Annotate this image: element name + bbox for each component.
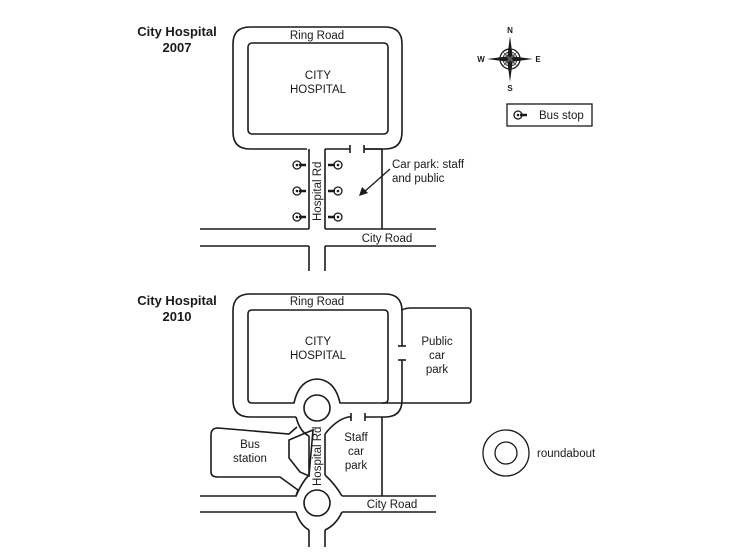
bus-stop-icon (328, 160, 343, 170)
roundabout-south-outer-se (324, 511, 343, 531)
ring-road-label: Ring Road (290, 30, 344, 42)
legend-roundabout: roundabout (482, 429, 596, 477)
compass-rose-icon: N S E W (477, 26, 541, 93)
compass-e: E (535, 55, 541, 64)
hospital-label-line2: HOSPITAL (290, 350, 347, 362)
car-park-arrow (363, 168, 391, 193)
bus-stop-icon (292, 186, 306, 196)
hospital-building (247, 42, 389, 135)
car-park-arrowhead (359, 187, 368, 196)
legend-bus-stop-label: Bus stop (539, 110, 584, 122)
map-2007-title-line2: 2007 (163, 40, 192, 55)
bus-stop-icon (513, 110, 527, 120)
roundabout-north (303, 394, 331, 422)
roundabout-south-outer-nw (295, 474, 310, 497)
bus-stop-icon (328, 186, 343, 196)
compass-w: W (477, 55, 485, 64)
compass-n: N (507, 26, 513, 35)
car-park-label-line1: Car park: staff (392, 159, 465, 171)
public-car-park-line1: Public (421, 336, 453, 348)
car-park-label-line2: and public (392, 173, 445, 185)
city-road-label: City Road (367, 499, 418, 511)
hospital-label-line2: HOSPITAL (290, 84, 347, 96)
staff-car-park-line3: park (345, 460, 368, 472)
staff-car-park-line2: car (348, 446, 364, 458)
hospital-rd-label: Hospital Rd (312, 427, 324, 486)
bus-station (200, 426, 299, 497)
hospital-building (247, 309, 389, 404)
map-2007-title-line1: City Hospital (137, 24, 216, 39)
map-2010: City Hospital 2010 Ring Road CITY HOSPIT… (137, 293, 472, 547)
map-2010-title-line1: City Hospital (137, 293, 216, 308)
public-car-park-line2: car (429, 350, 445, 362)
bus-stop-icon (292, 212, 306, 222)
public-car-park (401, 307, 472, 404)
bus-stops (292, 160, 343, 222)
legend-bus-stop: Bus stop (506, 103, 593, 127)
public-car-park-line3: park (426, 364, 449, 376)
compass-s: S (507, 84, 513, 93)
bus-station-line2: station (233, 453, 267, 465)
roundabout-north-outer-east (324, 416, 349, 435)
map-2007: City Hospital 2007 Ring Road CITY HOSPIT… (137, 24, 465, 271)
bus-stop-icon (292, 160, 306, 170)
hospital-label-line1: CITY (305, 70, 332, 82)
legend-box (506, 103, 593, 127)
ring-road-label: Ring Road (290, 296, 344, 308)
roundabout-south (303, 489, 331, 517)
ring-road-outer (232, 293, 403, 418)
legend-roundabout-label: roundabout (537, 448, 596, 460)
map-2010-title-line2: 2010 (163, 309, 192, 324)
roundabout-south-outer-sw (295, 511, 310, 531)
roundabout-icon-outer (482, 429, 530, 477)
ring-road-outer (232, 26, 403, 150)
bus-station-line1: Bus (240, 439, 260, 451)
bus-stop-icon (328, 212, 343, 222)
ring-road-outer-east (382, 360, 403, 418)
traffic-island (288, 428, 314, 478)
hospital-rd-label: Hospital Rd (312, 162, 324, 221)
staff-car-park-line1: Staff (344, 432, 368, 444)
hospital-label-line1: CITY (305, 336, 332, 348)
roundabout-south-outer-ne (324, 474, 343, 497)
city-road-label: City Road (362, 233, 413, 245)
roundabout-north-outer-west (295, 416, 310, 437)
roundabout-icon-inner (494, 441, 518, 465)
